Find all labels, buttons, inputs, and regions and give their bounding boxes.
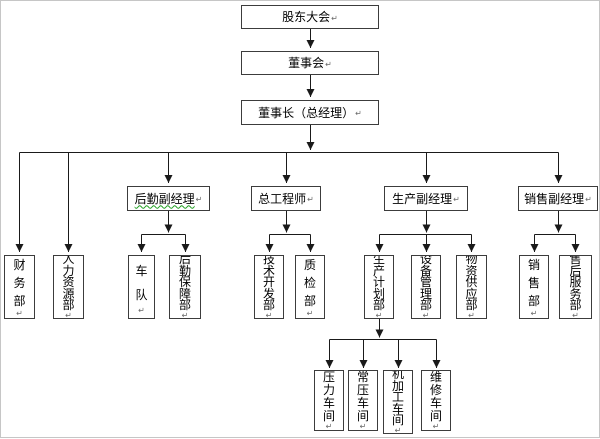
org-node-sales-dept: 销售部↵ xyxy=(519,255,549,319)
node-label: 车队 xyxy=(135,264,148,302)
paragraph-return-mark: ↵ xyxy=(585,195,592,204)
org-node-atmospheric-pressure-workshop: 常压车间↵ xyxy=(348,370,378,431)
node-label: 董事会 xyxy=(288,56,325,70)
node-label: 机加工车间 xyxy=(391,370,404,428)
node-label: 设备管理部 xyxy=(419,255,432,313)
org-node-vehicle-fleet: 车队 ↵ xyxy=(128,255,155,319)
org-node-technology-development-dept: 技术开发部↵ xyxy=(254,255,284,319)
org-node-logistics-support-dept: 后勤保障部↵ xyxy=(169,255,201,319)
node-label: 物资供应部 xyxy=(465,255,478,313)
org-node-sales-deputy-manager: 销售副经理↵ xyxy=(518,186,598,211)
node-label: 维修车间 xyxy=(429,370,442,423)
node-label: 总工程师 xyxy=(258,191,307,206)
paragraph-return-mark: ↵ xyxy=(307,195,314,204)
node-label: 销售部 xyxy=(527,258,540,308)
paragraph-return-mark: ↵ xyxy=(468,310,475,319)
org-node-shareholders-meeting: 股东大会↵ xyxy=(241,5,379,29)
node-label: 后勤副经理 xyxy=(134,191,195,206)
node-label: 售后服务部 xyxy=(569,255,582,313)
paragraph-return-mark: ↵ xyxy=(16,309,23,318)
org-node-after-sales-service-dept: 售后服务部↵ xyxy=(559,255,592,319)
node-label: 股东大会 xyxy=(282,10,331,24)
paragraph-return-mark: ↵ xyxy=(375,310,383,319)
org-node-chairman-general-manager: 董事长（总经理）↵ xyxy=(241,100,379,125)
org-node-pressure-workshop: 压力车间↵ xyxy=(314,370,344,431)
node-label: 生产计划部 xyxy=(372,255,385,313)
paragraph-return-mark: ↵ xyxy=(181,310,189,319)
org-node-machining-workshop: 机加工车间↵ xyxy=(383,370,413,434)
paragraph-return-mark: ↵ xyxy=(572,310,579,319)
paragraph-return-mark: ↵ xyxy=(422,310,430,319)
paragraph-return-mark: ↵ xyxy=(394,425,402,434)
org-node-production-deputy-manager: 生产副经理↵ xyxy=(384,186,468,211)
paragraph-return-mark: ↵ xyxy=(331,13,338,23)
node-label: 后勤保障部 xyxy=(178,255,191,313)
node-label: 质检部 xyxy=(303,258,316,308)
paragraph-return-mark: ↵ xyxy=(325,421,333,431)
node-label: 压力车间 xyxy=(322,370,335,423)
org-node-logistics-deputy-manager: 后勤副经理↵ xyxy=(127,186,210,211)
node-label: 生产副经理 xyxy=(392,191,453,206)
node-label: 财务部 xyxy=(13,258,26,308)
paragraph-return-mark: ↵ xyxy=(306,309,314,318)
paragraph-return-mark: ↵ xyxy=(65,310,72,319)
org-node-finance-dept: 财务部↵ xyxy=(4,255,35,319)
paragraph-return-mark: ↵ xyxy=(325,59,332,69)
paragraph-return-mark: ↵ xyxy=(355,109,362,118)
node-label: 技术开发部 xyxy=(262,255,275,313)
org-node-quality-inspection-dept: 质检部↵ xyxy=(295,255,325,319)
paragraph-return-mark: ↵ xyxy=(359,421,367,431)
org-node-materials-supply-dept: 物资供应部↵ xyxy=(456,255,487,319)
paragraph-return-mark: ↵ xyxy=(138,306,145,315)
node-label: 常压车间 xyxy=(356,370,369,423)
org-node-human-resources-dept: 人力资源部↵ xyxy=(53,255,84,319)
org-node-production-planning-dept: 生产计划部↵ xyxy=(364,255,394,319)
org-node-equipment-management-dept: 设备管理部↵ xyxy=(411,255,441,319)
paragraph-return-mark: ↵ xyxy=(432,421,440,431)
node-label: 人力资源部 xyxy=(62,255,75,313)
org-node-chief-engineer: 总工程师↵ xyxy=(251,186,321,211)
paragraph-return-mark: ↵ xyxy=(265,310,273,319)
paragraph-return-mark: ↵ xyxy=(530,309,538,318)
org-node-maintenance-workshop: 维修车间↵ xyxy=(421,370,451,431)
org-node-board-of-directors: 董事会↵ xyxy=(241,51,379,75)
paragraph-return-mark: ↵ xyxy=(195,195,203,204)
node-label: 董事长（总经理） xyxy=(258,105,355,120)
node-label: 销售副经理 xyxy=(524,191,585,206)
paragraph-return-mark: ↵ xyxy=(453,195,460,204)
